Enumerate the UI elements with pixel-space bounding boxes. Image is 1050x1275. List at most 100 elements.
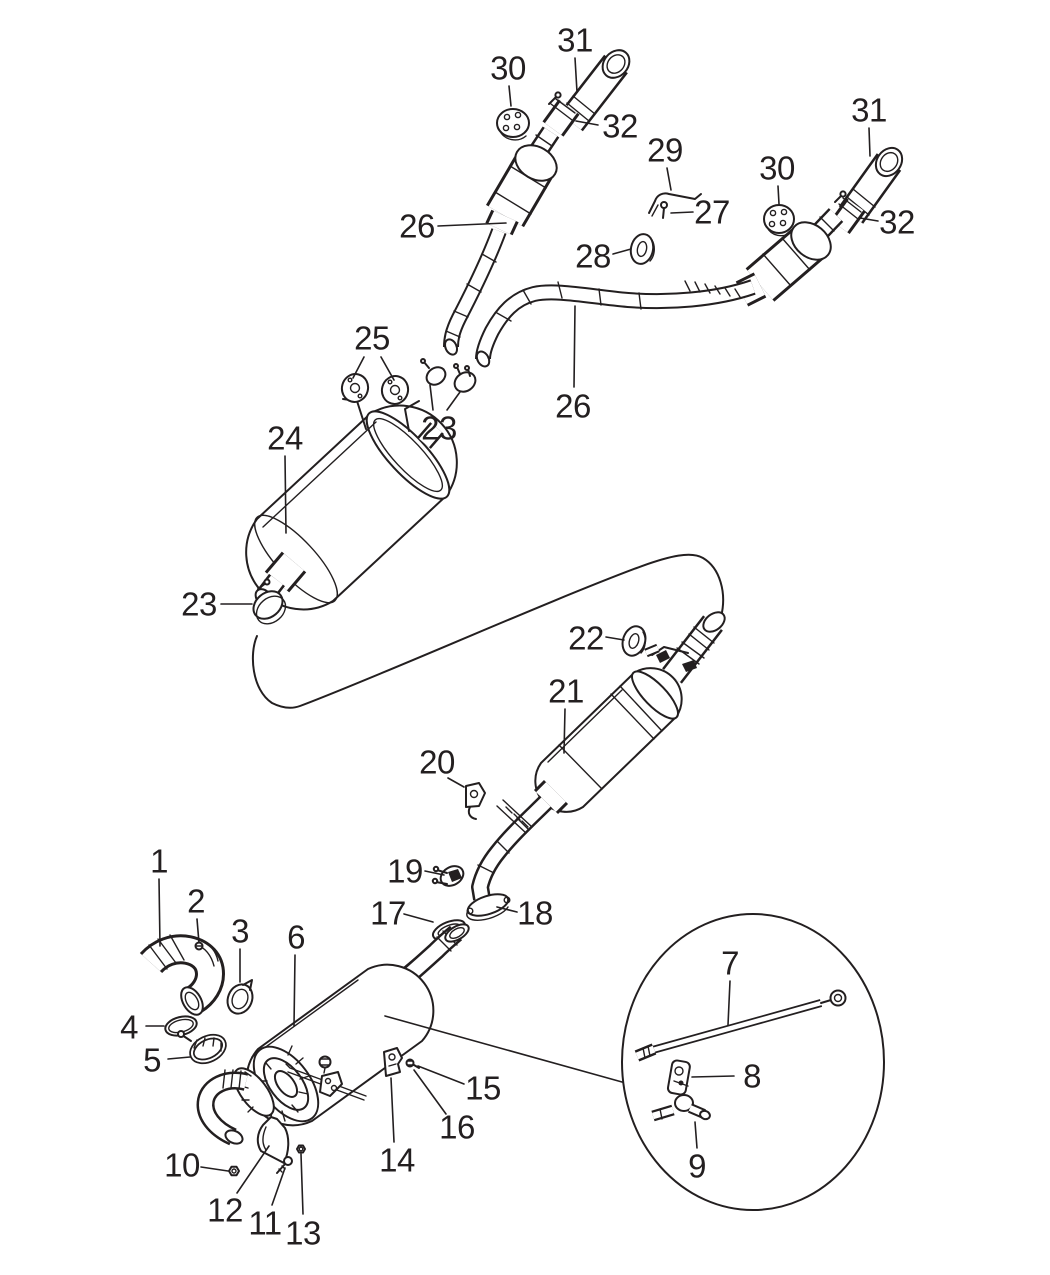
callout-19: 19 bbox=[387, 853, 445, 890]
callout-25: 25 bbox=[352, 320, 395, 381]
part-gasket-3 bbox=[226, 979, 254, 1015]
callout-7: 7 bbox=[721, 945, 739, 1026]
callout-label-12: 12 bbox=[207, 1192, 243, 1229]
callout-17: 17 bbox=[370, 895, 434, 932]
leader-line bbox=[574, 57, 578, 93]
leader-line bbox=[612, 248, 632, 255]
leader-line bbox=[284, 455, 287, 534]
callout-27: 27 bbox=[670, 194, 730, 231]
callout-11: 11 bbox=[248, 1167, 286, 1242]
part-right-isolator-30 bbox=[763, 204, 795, 237]
callout-label-31-left: 31 bbox=[557, 22, 593, 59]
part-isolator-28 bbox=[629, 233, 655, 265]
leader-line bbox=[352, 356, 365, 379]
part-clamp-23-muffler bbox=[252, 578, 287, 625]
callout-9: 9 bbox=[688, 1121, 706, 1185]
callout-label-15: 15 bbox=[465, 1070, 501, 1107]
leader-line bbox=[424, 870, 445, 876]
part-bracket-14 bbox=[383, 1047, 403, 1077]
callout-30-left: 30 bbox=[490, 50, 526, 107]
callout-label-30-left: 30 bbox=[490, 50, 526, 87]
callout-26-upper: 26 bbox=[399, 208, 507, 245]
leader-line bbox=[158, 878, 161, 947]
callout-31-right: 31 bbox=[851, 92, 887, 157]
part-isolators-25 bbox=[340, 373, 410, 405]
callout-label-32-right: 32 bbox=[879, 204, 915, 241]
part-turbo-elbow-1 bbox=[139, 934, 225, 1016]
leader-line bbox=[868, 127, 871, 157]
callout-16: 16 bbox=[413, 1069, 475, 1146]
leader-line bbox=[563, 708, 566, 754]
callout-label-1: 1 bbox=[150, 843, 168, 880]
callout-26-lower: 26 bbox=[555, 305, 591, 425]
part-isolator-22 bbox=[621, 625, 647, 657]
callout-layer: 3130322927283031322626252324232221201917… bbox=[120, 22, 915, 1252]
callout-22: 22 bbox=[568, 620, 625, 657]
leader-line bbox=[236, 1145, 270, 1194]
callout-label-14: 14 bbox=[379, 1142, 415, 1179]
callout-32-right: 32 bbox=[859, 204, 915, 241]
callout-23-upper: 23 bbox=[421, 384, 461, 447]
callout-18: 18 bbox=[496, 895, 553, 932]
callout-label-22: 22 bbox=[568, 620, 604, 657]
leader-line bbox=[293, 954, 296, 1027]
callout-32-left: 32 bbox=[575, 108, 638, 145]
inset-leader-line bbox=[384, 1015, 623, 1083]
callout-12: 12 bbox=[207, 1145, 270, 1229]
callout-label-4: 4 bbox=[120, 1009, 138, 1046]
part-left-isolator-30 bbox=[496, 108, 530, 141]
part-mid-muffler-21 bbox=[471, 611, 726, 901]
callout-label-32-left: 32 bbox=[602, 108, 638, 145]
leader-line bbox=[447, 777, 465, 788]
callout-6: 6 bbox=[287, 919, 305, 1027]
part-tailpipe-routing-curve bbox=[251, 553, 725, 709]
part-right-clamp-32 bbox=[830, 190, 866, 235]
leader-line bbox=[380, 356, 395, 381]
leader-line bbox=[691, 1075, 735, 1078]
callout-24: 24 bbox=[267, 420, 303, 534]
callout-label-24: 24 bbox=[267, 420, 303, 457]
part-left-tailpipe-tip bbox=[559, 49, 631, 132]
callout-label-29: 29 bbox=[647, 132, 683, 169]
leader-line bbox=[575, 120, 599, 126]
callout-label-3: 3 bbox=[231, 913, 249, 950]
callout-label-28: 28 bbox=[575, 238, 611, 275]
part-hanger-20 bbox=[465, 782, 486, 820]
leader-line bbox=[300, 1153, 304, 1215]
part-clamp-19 bbox=[431, 865, 465, 887]
callout-21: 21 bbox=[548, 673, 584, 754]
leader-line bbox=[196, 918, 200, 944]
leader-line bbox=[573, 305, 576, 388]
callout-10: 10 bbox=[164, 1147, 229, 1184]
part-hanger-bracket-29 bbox=[648, 192, 702, 217]
callout-29: 29 bbox=[647, 132, 683, 191]
callout-label-5: 5 bbox=[143, 1042, 161, 1079]
callout-label-19: 19 bbox=[387, 853, 423, 890]
leader-line bbox=[496, 906, 518, 913]
callout-label-27: 27 bbox=[694, 194, 730, 231]
leader-line bbox=[508, 85, 512, 107]
callout-label-30-right: 30 bbox=[759, 150, 795, 187]
callout-4: 4 bbox=[120, 1009, 165, 1046]
callout-label-26-lower: 26 bbox=[555, 388, 591, 425]
callout-20: 20 bbox=[419, 744, 465, 788]
leader-line bbox=[694, 1121, 698, 1149]
callout-30-right: 30 bbox=[759, 150, 795, 205]
leader-line bbox=[670, 211, 694, 214]
callout-label-26-upper: 26 bbox=[399, 208, 435, 245]
callout-13: 13 bbox=[285, 1153, 321, 1252]
leader-line bbox=[727, 980, 731, 1026]
callout-31-left: 31 bbox=[557, 22, 593, 93]
callout-label-7: 7 bbox=[721, 945, 739, 982]
part-nut-10 bbox=[228, 1165, 240, 1177]
leader-line bbox=[777, 185, 780, 205]
part-nut-13 bbox=[296, 1144, 306, 1154]
callout-8: 8 bbox=[691, 1058, 761, 1095]
leader-line bbox=[859, 217, 879, 222]
part-nut-15-bolt-16 bbox=[405, 1058, 420, 1069]
callout-label-6: 6 bbox=[287, 919, 305, 956]
leader-line bbox=[271, 1167, 286, 1206]
part-clamps-23-upper bbox=[420, 358, 477, 393]
